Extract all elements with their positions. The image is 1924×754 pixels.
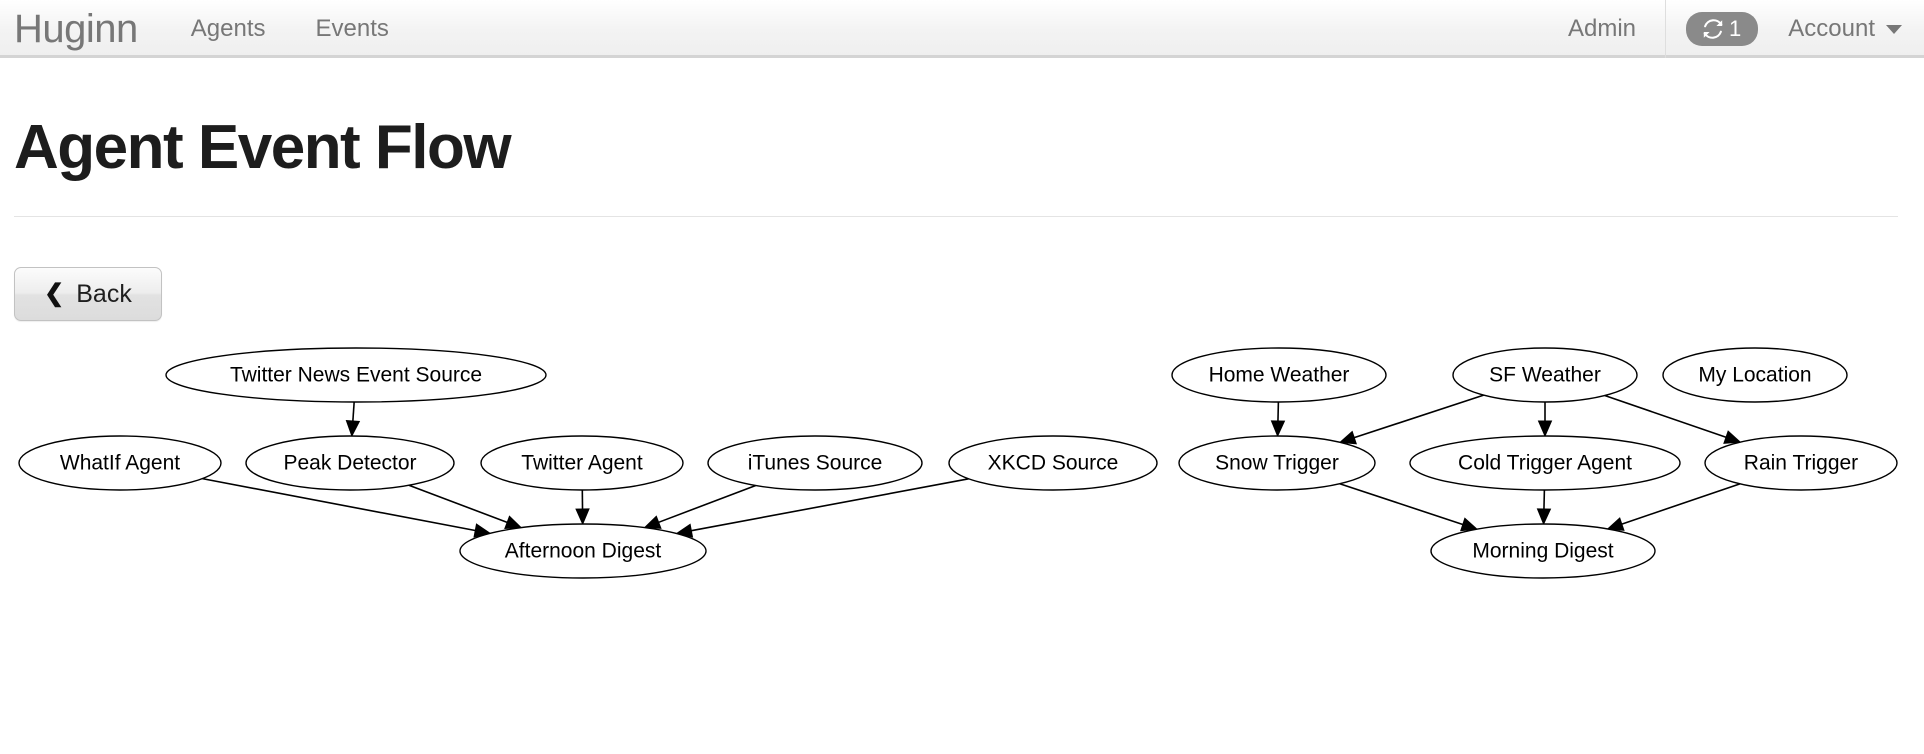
graph-node-ellipse xyxy=(707,435,923,491)
graph-node-afternoon_digest[interactable]: Afternoon Digest xyxy=(459,523,707,579)
graph-node-ellipse xyxy=(1452,347,1638,403)
graph-edge xyxy=(1621,483,1741,525)
navbar-divider xyxy=(1665,0,1667,58)
nav-link-events[interactable]: Events xyxy=(315,15,389,42)
graph-node-twitter_agent[interactable]: Twitter Agent xyxy=(480,435,684,491)
navbar-right-group: Admin 1 Account xyxy=(1543,0,1924,58)
graph-node-ellipse xyxy=(459,523,707,579)
graph-edge-arrowhead xyxy=(504,515,523,529)
refresh-icon xyxy=(1701,17,1725,41)
graph-node-home_weather[interactable]: Home Weather xyxy=(1171,347,1387,403)
graph-edge xyxy=(202,477,476,532)
graph-edge-arrowhead xyxy=(345,420,361,438)
graph-node-label: Rain Trigger xyxy=(1744,452,1858,475)
nav-link-agents[interactable]: Agents xyxy=(190,15,266,42)
graph-node-ellipse xyxy=(165,347,547,403)
navbar-left-group: Huginn Agents Events xyxy=(0,0,414,58)
graph-node-label: Cold Trigger Agent xyxy=(1458,452,1632,475)
graph-node-label: SF Weather xyxy=(1489,364,1601,387)
graph-node-label: My Location xyxy=(1698,364,1811,387)
graph-node-ellipse xyxy=(1178,435,1376,491)
graph-node-label: Snow Trigger xyxy=(1215,452,1339,475)
top-navbar: Huginn Agents Events Admin 1 Account xyxy=(0,0,1924,58)
nav-link-admin[interactable]: Admin xyxy=(1568,15,1637,42)
graph-edge-arrowhead xyxy=(575,508,590,526)
graph-node-label: WhatIf Agent xyxy=(60,452,180,475)
graph-node-ellipse xyxy=(245,435,455,491)
graph-node-morning_digest[interactable]: Morning Digest xyxy=(1430,523,1656,579)
graph-edge xyxy=(658,484,757,524)
graph-node-ellipse xyxy=(18,435,222,491)
graph-node-label: iTunes Source xyxy=(748,452,883,475)
graph-node-label: Morning Digest xyxy=(1472,540,1613,563)
worker-status-badge[interactable]: 1 xyxy=(1686,12,1759,46)
graph-node-label: Twitter News Event Source xyxy=(230,364,482,387)
graph-node-ellipse xyxy=(480,435,684,491)
graph-node-peak_detector[interactable]: Peak Detector xyxy=(245,435,455,491)
graph-node-ellipse xyxy=(1171,347,1387,403)
graph-node-ellipse xyxy=(1662,347,1848,403)
page-title: Agent Event Flow xyxy=(14,113,512,182)
graph-node-label: Afternoon Digest xyxy=(505,540,662,563)
graph-node-cold_trigger_agent[interactable]: Cold Trigger Agent xyxy=(1409,435,1681,491)
graph-edge xyxy=(1339,482,1464,526)
chevron-left-icon: ❮ xyxy=(44,280,65,307)
back-button-label: Back xyxy=(76,279,132,308)
graph-node-label: Twitter Agent xyxy=(521,452,643,475)
graph-node-twitter_news_event_source[interactable]: Twitter News Event Source xyxy=(165,347,547,403)
graph-node-label: Peak Detector xyxy=(283,452,416,475)
brand-logo-huginn[interactable]: Huginn xyxy=(14,7,138,51)
graph-edge xyxy=(352,401,355,422)
chevron-down-icon xyxy=(1886,24,1902,34)
graph-node-xkcd_source[interactable]: XKCD Source xyxy=(948,435,1158,491)
graph-node-snow_trigger[interactable]: Snow Trigger xyxy=(1178,435,1376,491)
graph-edge-arrowhead xyxy=(643,515,662,529)
graph-node-whatif_agent[interactable]: WhatIf Agent xyxy=(18,435,222,491)
graph-edge xyxy=(1604,394,1727,438)
graph-node-label: Home Weather xyxy=(1209,364,1350,387)
graph-node-ellipse xyxy=(1409,435,1681,491)
graph-node-label: XKCD Source xyxy=(988,452,1119,475)
graph-edge xyxy=(1353,394,1484,439)
account-label: Account xyxy=(1788,15,1875,42)
graph-edge-layer xyxy=(202,394,1742,538)
graph-node-my_location[interactable]: My Location xyxy=(1662,347,1848,403)
graph-edge-arrowhead xyxy=(1536,508,1552,526)
graph-node-itunes_source[interactable]: iTunes Source xyxy=(707,435,923,491)
graph-edge-arrowhead xyxy=(1338,430,1357,445)
graph-node-ellipse xyxy=(1430,523,1656,579)
graph-node-ellipse xyxy=(948,435,1158,491)
graph-node-ellipse xyxy=(1704,435,1898,491)
graph-edge-arrowhead xyxy=(1460,517,1479,532)
back-button[interactable]: ❮ Back xyxy=(14,267,162,321)
account-menu[interactable]: Account xyxy=(1774,0,1924,58)
graph-edge-arrowhead xyxy=(1723,430,1742,444)
graph-node-sf_weather[interactable]: SF Weather xyxy=(1452,347,1638,403)
graph-edge-arrowhead xyxy=(1537,420,1553,438)
graph-edge-arrowhead xyxy=(1606,517,1625,531)
worker-count: 1 xyxy=(1729,16,1742,41)
graph-node-rain_trigger[interactable]: Rain Trigger xyxy=(1704,435,1898,491)
title-divider xyxy=(14,216,1898,217)
graph-edge xyxy=(691,478,969,532)
graph-edge xyxy=(408,484,508,524)
graph-edge-arrowhead xyxy=(1270,420,1286,438)
